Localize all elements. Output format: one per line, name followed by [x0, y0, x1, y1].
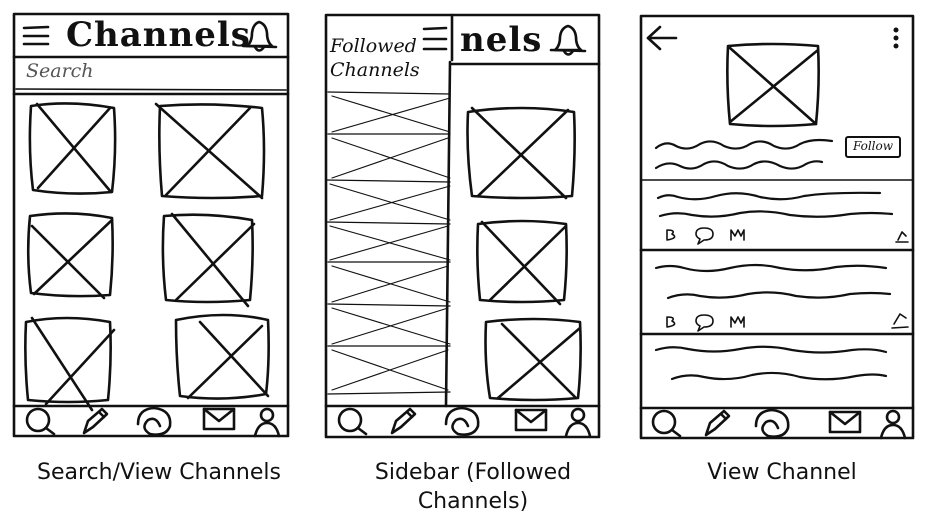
post-item[interactable]: [654, 345, 888, 381]
phone-frame: [324, 13, 601, 439]
profile-icon[interactable]: [879, 409, 907, 440]
pencil-icon[interactable]: [390, 407, 417, 435]
edit-icon[interactable]: [895, 231, 909, 243]
profile-icon[interactable]: [564, 407, 592, 438]
phone-frame: [12, 12, 290, 438]
channel-thumbnail[interactable]: [484, 317, 582, 402]
channel-thumbnail[interactable]: [476, 219, 568, 306]
channel-thumbnail[interactable]: [26, 212, 114, 300]
sidebar-edge: [444, 60, 452, 408]
comment-icon[interactable]: [695, 227, 714, 245]
search-icon[interactable]: [25, 407, 56, 436]
channel-description: [654, 138, 834, 170]
profile-icon[interactable]: [253, 407, 281, 438]
search-icon[interactable]: [651, 409, 682, 438]
search-icon[interactable]: [337, 407, 368, 436]
followed-channel-item[interactable]: [329, 183, 451, 221]
followed-channel-item[interactable]: [329, 225, 451, 261]
channel-thumbnail[interactable]: [174, 313, 270, 400]
share-icon[interactable]: [730, 316, 745, 328]
channel-avatar-image: [726, 42, 820, 128]
mail-icon[interactable]: [828, 410, 862, 434]
bold-icon[interactable]: [666, 229, 676, 241]
pencil-icon[interactable]: [704, 409, 731, 437]
sidebar-title: Followed Channels: [330, 35, 420, 81]
comment-icon[interactable]: [695, 314, 714, 332]
post-text: [654, 263, 892, 300]
back-arrow-icon[interactable]: [646, 25, 678, 51]
caption-search-view-channels: Search/View Channels: [37, 460, 281, 485]
caption-view-channel: View Channel: [707, 460, 857, 485]
followed-channel-item[interactable]: [331, 307, 451, 345]
edit-icon[interactable]: [891, 313, 909, 329]
channel-thumbnail[interactable]: [24, 316, 116, 412]
channels-header-title-partial: nels: [460, 20, 543, 60]
share-icon[interactable]: [730, 229, 745, 241]
search-input[interactable]: Search: [26, 60, 94, 82]
bold-icon[interactable]: [666, 316, 676, 328]
swirl-icon[interactable]: [444, 406, 480, 436]
mail-icon[interactable]: [514, 408, 548, 432]
menu-icon[interactable]: [22, 25, 50, 46]
bell-icon[interactable]: [549, 24, 587, 56]
bell-icon[interactable]: [241, 20, 278, 52]
more-icon[interactable]: [893, 27, 899, 49]
phone-sidebar: [324, 13, 601, 439]
mail-icon[interactable]: [202, 407, 236, 431]
channels-header-title: Channels: [66, 15, 251, 55]
caption-sidebar-followed-channels: Sidebar (Followed Channels): [374, 460, 572, 514]
channel-thumbnail[interactable]: [154, 102, 266, 200]
post-item[interactable]: [654, 263, 909, 332]
swirl-icon[interactable]: [136, 406, 172, 436]
followed-channel-item[interactable]: [331, 265, 451, 303]
channel-thumbnail[interactable]: [28, 102, 117, 195]
followed-channel-item[interactable]: [331, 349, 449, 391]
pencil-icon[interactable]: [82, 407, 109, 435]
search-underline: [15, 88, 287, 91]
swirl-icon[interactable]: [754, 408, 790, 438]
followed-channel-list: [325, 91, 451, 395]
follow-button[interactable]: Follow: [845, 136, 901, 158]
post-text: [656, 191, 894, 218]
phone-view-channel: [639, 14, 915, 440]
phone-frame: [639, 14, 915, 440]
phone-search-view: [12, 12, 290, 438]
channel-thumbnail[interactable]: [161, 212, 256, 308]
post-text: [654, 345, 888, 381]
channel-thumbnail[interactable]: [466, 106, 576, 200]
menu-icon[interactable]: [422, 26, 448, 51]
followed-channel-item[interactable]: [331, 137, 451, 179]
post-item[interactable]: [656, 191, 909, 245]
followed-channel-item[interactable]: [331, 95, 451, 133]
